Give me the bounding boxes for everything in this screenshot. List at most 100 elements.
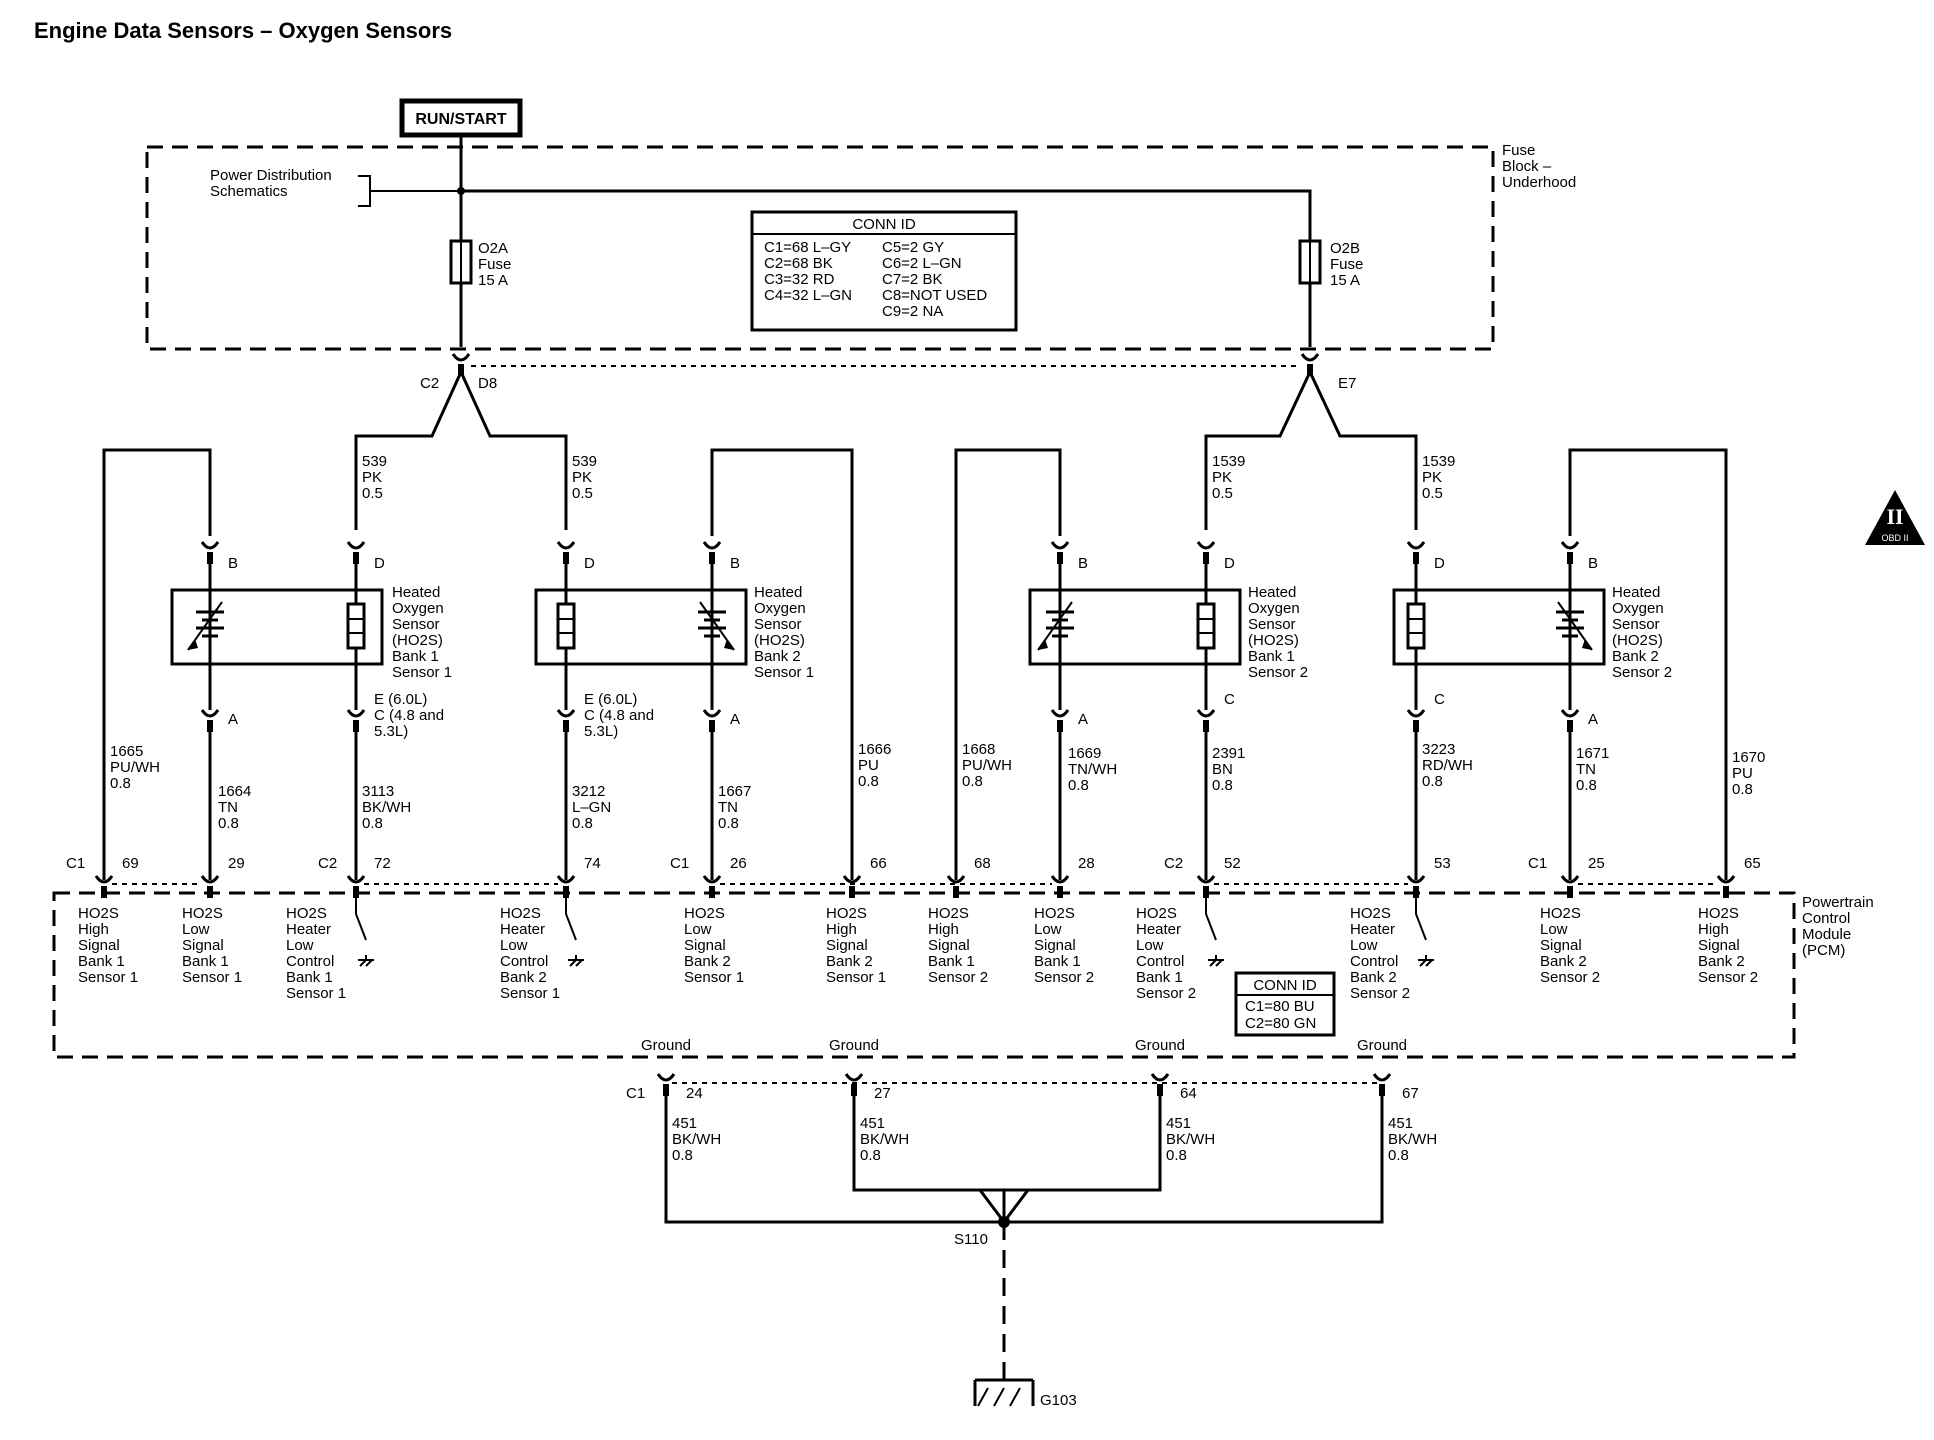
- feed-wire-label-line: 1539: [1422, 453, 1455, 470]
- fuse-o2b-label: O2B Fuse 15 A: [1330, 240, 1363, 289]
- sensor-label-line: Bank 2: [754, 648, 801, 665]
- pcm-function-label-line: HO2S: [78, 905, 119, 922]
- heater-element-segments: [1408, 618, 1424, 634]
- terminal-c2-label: C2: [420, 375, 439, 392]
- feed-wire-label-line: 539: [572, 453, 597, 470]
- power-distribution-bracket: [358, 175, 460, 207]
- pcm-pin-cup: [842, 875, 862, 884]
- pcm-pin-cup: [556, 875, 576, 884]
- sensor-pin-a-pin: [709, 720, 715, 732]
- sensor-pin-b-pin: [1567, 552, 1573, 564]
- signal-wire-label-line: BK/WH: [362, 799, 411, 816]
- feed-wire-1539-b: [1308, 371, 1418, 530]
- signal-wire-label-line: 0.8: [1732, 781, 1753, 798]
- pcm-function-label-line: Signal: [928, 937, 970, 954]
- signal-wire-label-line: TN: [718, 799, 738, 816]
- heater-pin-note-line: E (6.0L): [584, 691, 637, 708]
- ground-pin-number: 67: [1402, 1085, 1419, 1102]
- sensor-pin-a-label: A: [730, 711, 740, 728]
- pcm-function-label-line: HO2S: [1350, 905, 1391, 922]
- pcm-function-label-line: Sensor 1: [78, 969, 138, 986]
- signal-wire-label-line: PU: [1732, 765, 1753, 782]
- ground-g103-hatch: [977, 1387, 1021, 1407]
- ground-pin-cup: [656, 1073, 676, 1082]
- signal-wire-label-line: 1671: [1576, 745, 1609, 762]
- pcm-function-label-line: Sensor 1: [684, 969, 744, 986]
- sensor-pin-c-cup: [346, 709, 366, 718]
- ground-connector-label: C1: [626, 1085, 645, 1102]
- ground-pin-cup: [1150, 1073, 1170, 1082]
- pcm-function-label-line: Control: [1350, 953, 1398, 970]
- conn-id-top-title: CONN ID: [852, 216, 916, 233]
- pcm-function-label-line: HO2S: [826, 905, 867, 922]
- ground-wire-label-line: 0.8: [1388, 1147, 1409, 1164]
- ground-wires: [664, 1092, 1384, 1224]
- feed-wire-label-line: 0.5: [1422, 485, 1443, 502]
- pcm-pin-cup: [346, 875, 366, 884]
- pcm-function-label-line: Control: [286, 953, 334, 970]
- signal-wire-label-line: 1668: [962, 741, 995, 758]
- conn-id-top-right-line: C9=2 NA: [882, 303, 943, 320]
- sensor-pin-b-pin: [207, 552, 213, 564]
- pcm-function-label-line: Low: [500, 937, 528, 954]
- conn-id-top-right-line: C8=NOT USED: [882, 287, 987, 304]
- sensor-pin-a-cup: [702, 709, 722, 718]
- ground-wire-label-line: BK/WH: [1166, 1131, 1215, 1148]
- ground-g103-symbol: [973, 1378, 1035, 1407]
- sensor-label-line: (HO2S): [1248, 632, 1299, 649]
- sensor-label-line: Bank 1: [1248, 648, 1295, 665]
- pcm-function-label-line: Bank 1: [78, 953, 125, 970]
- pcm-function-label-line: High: [78, 921, 109, 938]
- sensor-pin-a-cup: [200, 709, 220, 718]
- sensor-pin-b-cup: [200, 541, 220, 550]
- sensor-pin-d-cup: [556, 541, 576, 550]
- pcm-function-label-line: Signal: [1540, 937, 1582, 954]
- pcm-pin-pin: [1723, 886, 1729, 898]
- ground-terminal-label: Ground: [641, 1037, 691, 1054]
- sensing-arrowhead-icon: [724, 639, 734, 650]
- signal-wire-label-line: 1669: [1068, 745, 1101, 762]
- pcm-pin-number: 66: [870, 855, 887, 872]
- conn-id-top-box: [750, 210, 1018, 332]
- conn-id-top-left-line: C4=32 L–GN: [764, 287, 852, 304]
- signal-wire-label-line: 1664: [218, 783, 251, 800]
- sensor-pin-c-cup: [1406, 709, 1426, 718]
- signal-wire-label-line: 1667: [718, 783, 751, 800]
- sensor-label-line: Heated: [1612, 584, 1660, 601]
- feed-wire-539-b: [459, 371, 568, 530]
- sensor-pin-b-pin: [709, 552, 715, 564]
- conn-id-pcm-title: CONN ID: [1253, 977, 1317, 994]
- pcm-name-line: (PCM): [1802, 942, 1845, 959]
- pcm-name-line: Module: [1802, 926, 1851, 943]
- pcm-function-label-line: Low: [1350, 937, 1378, 954]
- splice-s110-dot: [998, 1216, 1010, 1228]
- pcm-heater-ground-icon: [355, 898, 374, 967]
- ground-wire-label-line: BK/WH: [1388, 1131, 1437, 1148]
- pcm-function-label-line: HO2S: [286, 905, 327, 922]
- pcm-pin-pin: [1567, 886, 1573, 898]
- sensor-label-line: Sensor: [1248, 616, 1296, 633]
- sensor-label-line: Oxygen: [754, 600, 806, 617]
- conn-id-pcm-line: C2=80 GN: [1245, 1015, 1316, 1032]
- sensor-pin-b-cup: [1050, 541, 1070, 550]
- ground-pin-cup: [1372, 1073, 1392, 1082]
- sensor-label-line: Sensor: [754, 616, 802, 633]
- pcm-pin-cup: [1716, 875, 1736, 884]
- pcm-function-label-line: Bank 1: [286, 969, 333, 986]
- ground-g103-bar: [973, 1378, 1033, 1406]
- pcm-function-label-line: Bank 2: [684, 953, 731, 970]
- pcm-connector-label: C2: [1164, 855, 1183, 872]
- sensor-pin-c-label: C: [1224, 691, 1235, 708]
- feed-wire-label-line: 1539: [1212, 453, 1245, 470]
- conn-id-top-right-line: C7=2 BK: [882, 271, 942, 288]
- heater-element-icon: [346, 602, 366, 650]
- ground-pin-pin: [1157, 1084, 1163, 1096]
- heater-element-icon: [1196, 602, 1216, 650]
- pcm-function-label-line: Sensor 2: [928, 969, 988, 986]
